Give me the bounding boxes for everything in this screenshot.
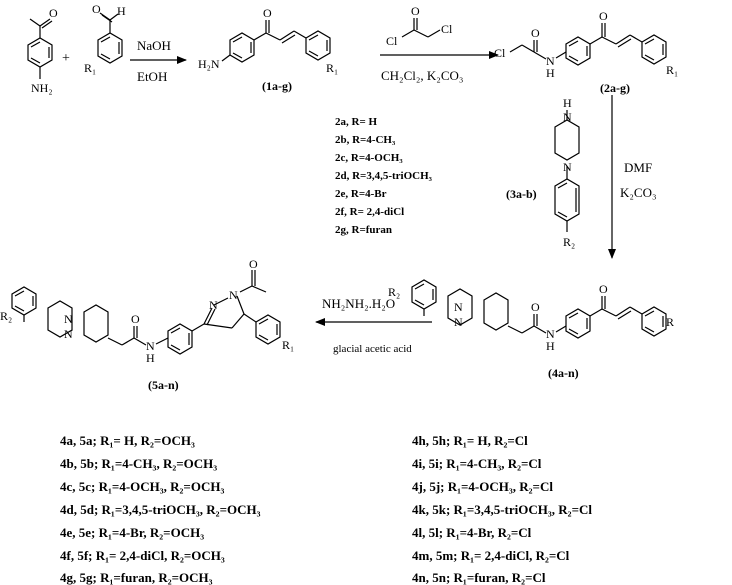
series-right-item: 4m, 5m; R₁= 2,4-diCl, R₂=Cl (412, 548, 570, 563)
atom-h-4: H (546, 339, 555, 353)
label-compound-2: (2a-g) (600, 81, 630, 95)
atom-r1-3: R₁ (666, 63, 678, 77)
atom-n-1: N (546, 54, 555, 68)
reagent-hydrazine: NH₂NH₂.H₂O (322, 296, 395, 311)
atom-n-6: N (546, 327, 555, 341)
atom-n-8: N (64, 327, 73, 341)
atom-h-1: H (117, 4, 126, 18)
reagent-dmf: DMF (624, 160, 652, 175)
substituent-2g: 2g, R=furan (335, 224, 392, 236)
atom-o-5: O (531, 26, 540, 40)
label-compound-5: (5a-n) (148, 378, 179, 392)
atom-o-7: O (531, 300, 540, 314)
atom-r2-1: R₂ (563, 235, 575, 249)
compound-4-structure (411, 279, 667, 339)
series-left-item: 4e, 5e; R₁=4-Br, R₂=OCH₃ (60, 525, 204, 540)
atom-cl-1: Cl (386, 34, 398, 48)
plus-sign: + (62, 51, 70, 66)
atom-o-2: O (92, 2, 101, 16)
atom-r1-4: R (666, 315, 674, 329)
atom-cl-3: Cl (494, 46, 506, 60)
reagent-acetic-acid: glacial acetic acid (333, 343, 412, 355)
atom-o-9: O (131, 312, 140, 326)
reagent-ch2cl2-k2co3: CH₂Cl₂, K₂CO₃ (381, 68, 463, 83)
atom-r2-2: R₂ (388, 285, 400, 299)
atom-o-6: O (599, 9, 608, 23)
atom-r1-2: R₁ (326, 61, 338, 75)
benzaldehyde-structure (97, 12, 123, 64)
atom-n-7: N (64, 312, 73, 326)
atom-n-2: N (563, 110, 572, 124)
atom-n-4: N (454, 300, 463, 314)
compound-1-structure (221, 20, 331, 63)
series-left-item: 4b, 5b; R₁=4-CH₃, R₂=OCH₃ (60, 456, 217, 471)
series-left-item: 4d, 5d; R₁=3,4,5-triOCH₃, R₂=OCH₃ (60, 502, 261, 517)
compound-5-structure (11, 270, 281, 355)
reagent-naoh: NaOH (137, 38, 171, 53)
piperazine-ring-5 (47, 300, 73, 338)
atom-o-1: O (49, 6, 58, 20)
atom-h-3: H (563, 96, 572, 110)
atom-o-8: O (599, 282, 608, 296)
atom-n-11: N (229, 288, 238, 302)
atom-r1-1: R₁ (84, 61, 96, 75)
atom-o-4: O (411, 4, 420, 18)
substituent-2b: 2b, R=4-CH₃ (335, 134, 396, 146)
substituent-2e: 2e, R=4-Br (335, 188, 387, 200)
atom-r1-5: R₁ (282, 338, 294, 352)
atom-h-5: H (146, 351, 155, 365)
series-right-item: 4n, 5n; R₁=furan, R₂=Cl (412, 570, 546, 585)
atom-r2-3: R₂ (0, 309, 12, 323)
label-compound-4: (4a-n) (548, 366, 579, 380)
atom-o-10: O (249, 257, 258, 271)
series-right-item: 4i, 5i; R₁=4-CH₃, R₂=Cl (412, 456, 542, 471)
substituent-2c: 2c, R=4-OCH₃ (335, 152, 403, 164)
label-compound-1: (1a-g) (262, 79, 292, 93)
atom-h-2: H (546, 66, 555, 80)
substituent-2a: 2a, R= H (335, 116, 377, 128)
series-right-item: 4l, 5l; R₁=4-Br, R₂=Cl (412, 525, 532, 540)
series-right-item: 4h, 5h; R₁= H, R₂=Cl (412, 433, 528, 448)
series-right-item: 4k, 5k; R₁=3,4,5-triOCH₃, R₂=Cl (412, 502, 592, 517)
atom-n-5: N (454, 315, 463, 329)
atom-o-3: O (263, 6, 272, 20)
reagent-etoh: EtOH (137, 69, 167, 84)
chloroacetyl-chloride-structure (401, 18, 441, 38)
series-left-item: 4a, 5a; R₁= H, R₂=OCH₃ (60, 433, 195, 448)
piperazine-ring-4 (447, 288, 473, 326)
atom-n-3: N (563, 160, 572, 174)
substituent-2d: 2d, R=3,4,5-triOCH₃ (335, 170, 433, 182)
atom-n-10: N (209, 298, 218, 312)
label-compound-3: (3a-b) (506, 187, 537, 201)
atom-cl-2: Cl (441, 22, 453, 36)
series-right-item: 4j, 5j; R₁=4-OCH₃, R₂=Cl (412, 479, 553, 494)
series-left-item: 4c, 5c; R₁=4-OCH₃, R₂=OCH₃ (60, 479, 224, 494)
compound-2-structure (509, 23, 667, 66)
atom-h2n-1: H₂N (198, 57, 220, 71)
compound-3-structure (554, 110, 580, 232)
atom-nh2-1: NH₂ (31, 81, 53, 95)
series-left-item: 4f, 5f; R₁= 2,4-diCl, R₂=OCH₃ (60, 548, 225, 563)
aminoacetophenone-structure (27, 18, 53, 79)
atom-n-9: N (146, 339, 155, 353)
series-left-item: 4g, 5g; R₁=furan, R₂=OCH₃ (60, 570, 213, 585)
substituent-2f: 2f, R= 2,4-diCl (335, 206, 404, 218)
reagent-k2co3: K₂CO₃ (620, 185, 657, 200)
